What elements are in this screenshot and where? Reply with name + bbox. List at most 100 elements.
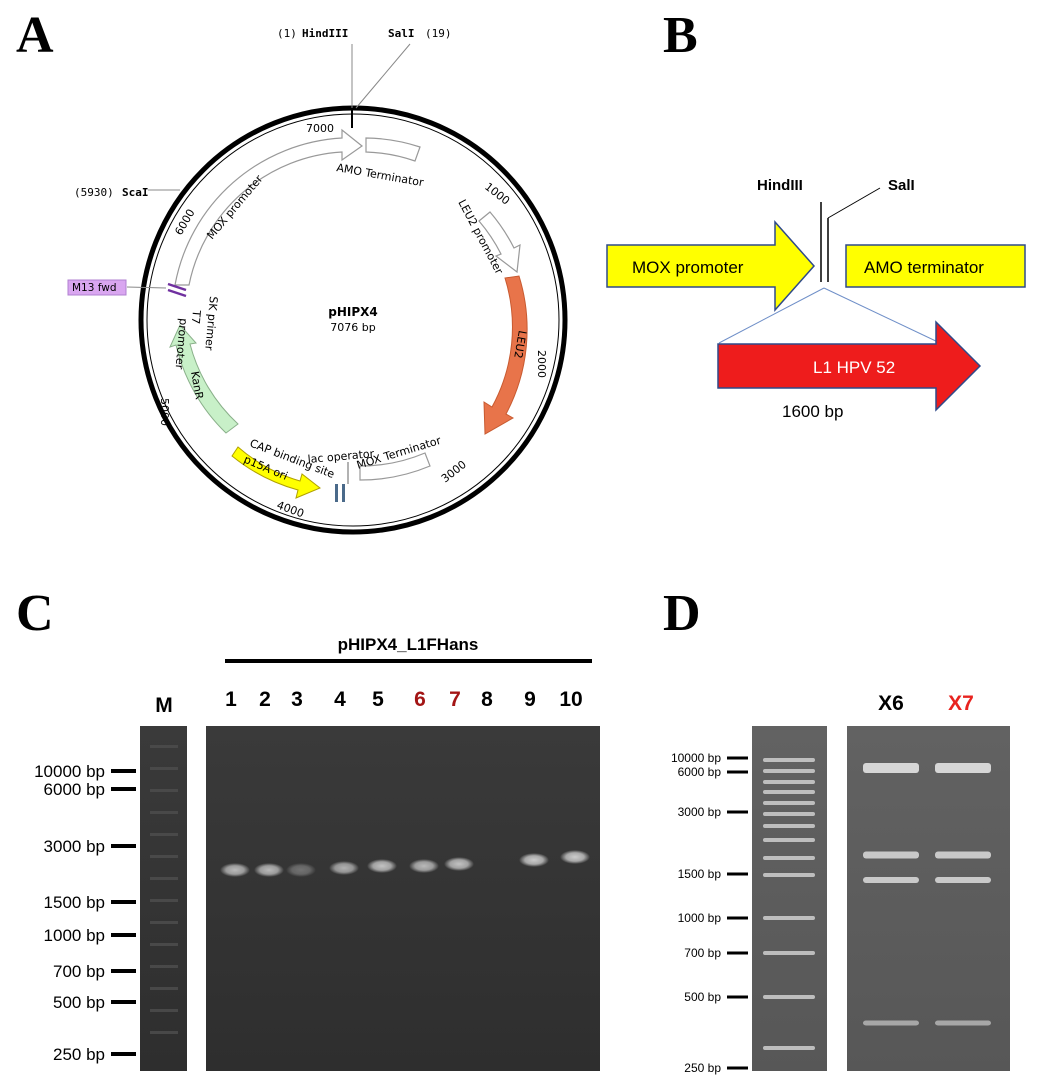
gel-d-marker-band (763, 780, 815, 784)
gel-c-marker-band (150, 943, 178, 946)
gel-d-band-X6 (863, 851, 919, 859)
gel-c-ladder-label: 250 bp (53, 1045, 105, 1064)
gel-c-marker-band (150, 899, 178, 902)
gel-d-marker-band (763, 995, 815, 999)
tick-label-2000: 2000 (535, 350, 548, 378)
sk-primer-label: SK primer (202, 296, 220, 352)
gel-d-ladder-label: 1000 bp (678, 911, 722, 925)
gel-d-marker-band (763, 812, 815, 816)
panel-label-a: A (16, 7, 54, 64)
plasmid-map: (1) HindIII SalI (19) (5930) ScaI 7000 1… (67, 27, 568, 535)
scai-label: ScaI (122, 186, 149, 199)
gel-d-lane-label-x6: X6 (878, 692, 904, 715)
m13-marker-1 (167, 282, 187, 292)
gel-c-marker-band (150, 965, 178, 968)
gel-d-band-X6 (863, 877, 919, 883)
panel-label-d: D (663, 585, 701, 642)
gel-c-marker-band (150, 855, 178, 858)
gel-c-band-lane-3 (286, 863, 316, 877)
construct-amo-terminator-box (845, 244, 1026, 288)
gel-c-marker-label: M (155, 694, 173, 717)
gel-c-band-lane-6 (409, 859, 439, 873)
gel-c-marker-band (150, 987, 178, 990)
gel-c-band-lane-10 (560, 850, 590, 864)
gel-d-marker-band (763, 951, 815, 955)
gel-c-marker-band (150, 1031, 178, 1034)
m13-fwd-box (67, 279, 127, 296)
gel-d-band-X6 (863, 1020, 919, 1026)
gel-c-marker-band (150, 767, 178, 770)
gel-c-marker-band (150, 811, 178, 814)
gel-d-marker-band (763, 1046, 815, 1050)
gel-c-lane-label-2: 2 (259, 688, 271, 711)
gel-d-marker-band (763, 824, 815, 828)
panel-label-c: C (16, 585, 54, 642)
sali-label: SalI (388, 27, 415, 40)
gel-d-ladder-label: 1500 bp (678, 867, 722, 881)
gel-d-band-X7 (935, 763, 991, 773)
gel-d-ladder-label: 250 bp (684, 1061, 721, 1075)
gel-d-ladder-label: 500 bp (684, 990, 721, 1004)
kanr-label: KanR (188, 370, 206, 401)
gel-d-marker-band (763, 838, 815, 842)
gel-c-lane-label-3: 3 (291, 688, 303, 711)
gel-c-bands (220, 850, 590, 877)
panel-label-b: B (663, 7, 698, 64)
gel-c-ladder-label: 700 bp (53, 962, 105, 981)
t7-promoter-label-2: promoter (173, 318, 190, 370)
m13-fwd-label: M13 fwd (72, 282, 117, 294)
gel-d-ladder-label: 3000 bp (678, 805, 722, 819)
hindiii-label: HindIII (302, 27, 348, 40)
lac-operator-mark (335, 484, 338, 502)
gel-c-marker-band (150, 1009, 178, 1012)
m13-marker-2 (167, 288, 187, 298)
gel-c-ladder-label: 3000 bp (44, 837, 105, 856)
gel-c-band-lane-4 (329, 861, 359, 875)
construct-insert-label: L1 HPV 52 (813, 358, 895, 377)
construct-mox-promoter-label: MOX promoter (632, 258, 744, 277)
tick-label-7000: 7000 (306, 122, 334, 135)
plasmid-size: 7076 bp (330, 321, 375, 334)
m13-leader (126, 286, 167, 289)
t7-promoter-label-1: T7 (189, 309, 203, 325)
gel-c-ladder-label: 1500 bp (44, 893, 105, 912)
lac-operator-mark-2 (342, 484, 345, 502)
construct-diagram: HindIII SalI MOX promoter AMO terminator… (606, 177, 1026, 421)
construct-insert-leader-right (823, 287, 941, 344)
gel-c-band-lane-2 (254, 863, 284, 877)
construct-mox-promoter-arrow (606, 220, 816, 312)
gel-d-marker-band (763, 758, 815, 762)
gel-d-sample-gel (847, 726, 1010, 1071)
gel-c-lane-label-4: 4 (334, 688, 346, 711)
leu2-label: LEU2 (511, 329, 529, 359)
gel-d-band-X7 (935, 877, 991, 883)
gel-c-marker-lane (140, 726, 187, 1071)
gel-d-marker-lane (752, 726, 827, 1071)
construct-sali-label: SalI (888, 177, 915, 194)
scai-position: (5930) (74, 186, 114, 199)
gel-c-lane-label-6: 6 (414, 688, 426, 711)
gel-c-band-lane-9 (519, 853, 549, 867)
gel-d-marker-band (763, 873, 815, 877)
gel-d-marker-band (763, 856, 815, 860)
gel-c-ladder-label: 500 bp (53, 993, 105, 1012)
hindiii-position: (1) (277, 27, 297, 40)
gel-c-marker-band (150, 877, 178, 880)
gel-c-lane-label-5: 5 (372, 688, 384, 711)
gel-c-band-lane-1 (220, 863, 250, 877)
gel-c-lane-label-8: 8 (481, 688, 493, 711)
p15a-ori-feature (231, 446, 321, 499)
gel-d-ladder-label: 10000 bp (671, 751, 721, 765)
lac-operator-label: lac operator (307, 447, 375, 466)
amo-terminator-label: AMO Terminator (335, 161, 425, 189)
gel-d-band-X6 (863, 763, 919, 773)
sali-leader-line (355, 43, 411, 109)
sali-position: (19) (425, 27, 452, 40)
gel-c-lane-label-1: 1 (225, 688, 237, 711)
